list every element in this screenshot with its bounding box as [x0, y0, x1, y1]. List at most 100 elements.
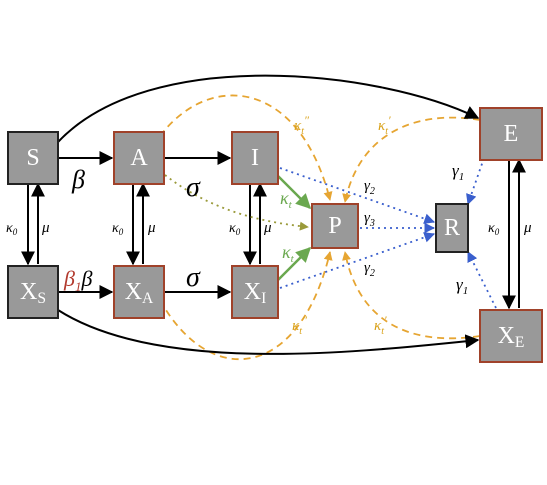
- dotted-xe-to-r: [467, 251, 497, 309]
- label-kappa0-s: κ: [6, 221, 13, 236]
- label-beta1-beta: β: [80, 266, 92, 291]
- label-beta: β: [71, 165, 85, 194]
- svg-text:XI: XI: [244, 279, 267, 307]
- arrow-xs-to-xe: [57, 309, 480, 355]
- label-beta1: β: [63, 266, 75, 291]
- label-kappa0-a-sub: 0: [119, 227, 124, 237]
- label-beta1-sub: 1: [75, 279, 82, 294]
- label-mu-i: μ: [263, 220, 272, 236]
- label-kappa-tp-top-sub: t: [385, 126, 388, 137]
- svg-text:γ2: γ2: [364, 178, 375, 197]
- node-xe: XE: [479, 309, 543, 363]
- label-gamma1-top-sub: 1: [459, 171, 465, 183]
- label-gamma2-bottom: γ: [364, 260, 371, 276]
- svg-text:κt: κt: [280, 188, 293, 211]
- label-kappa-tp-bottom-mark: ′: [384, 313, 387, 327]
- label-kappa-tp-top-mark: ′: [388, 113, 391, 127]
- label-kappa0-e: κ: [488, 221, 495, 236]
- label-kappa-tpp-top: κ: [294, 118, 302, 134]
- label-kappa-tpp-bottom-sub: t: [299, 326, 302, 337]
- label-kappa-t-bottom: κ: [282, 242, 291, 262]
- label-kappa-tp-bottom: κ: [374, 318, 382, 334]
- svg-text:κt′: κt′: [374, 313, 387, 337]
- dashed-xe-to-p: [342, 251, 481, 340]
- label-gamma2-bottom-sub: 2: [370, 268, 375, 279]
- node-xe-sub: E: [515, 334, 525, 351]
- node-xa: XA: [113, 265, 165, 319]
- label-kappa-tp-bottom-sub: t: [381, 326, 384, 337]
- label-kappa-tpp-bottom: κ: [292, 318, 300, 334]
- node-e-label: E: [504, 121, 519, 147]
- node-xs-sub: S: [37, 290, 46, 307]
- vertical-flows: [21, 158, 526, 310]
- svg-text:XE: XE: [498, 323, 525, 351]
- label-kappa0-i-sub: 0: [236, 227, 241, 237]
- node-s-label: S: [26, 145, 39, 171]
- node-xe-label: X: [498, 323, 515, 349]
- node-p-label: P: [328, 213, 341, 239]
- node-xs: XS: [7, 265, 59, 319]
- dashed-flows-to-p: [159, 94, 481, 361]
- label-kappa-t-top-sub: t: [289, 199, 293, 211]
- node-xa-label: X: [125, 279, 142, 305]
- dashed-a-to-p: [159, 94, 333, 201]
- long-flows: [57, 74, 480, 355]
- label-kappa0-e-sub: 0: [495, 227, 500, 237]
- label-kappa0-i: κ: [229, 221, 236, 236]
- svg-text:β1β: β1β: [63, 266, 92, 294]
- svg-text:κ0: κ0: [488, 221, 500, 237]
- node-s: S: [7, 131, 59, 185]
- svg-text:κt′: κt′: [378, 113, 391, 137]
- label-kappa0-a: κ: [112, 221, 119, 236]
- label-kappa-tpp-top-mark: ″: [304, 113, 310, 127]
- label-kappa-t-top: κ: [280, 188, 289, 208]
- node-xi-sub: I: [261, 290, 266, 307]
- label-gamma3-sub: 3: [369, 218, 375, 229]
- arrow-i-to-p: [277, 175, 312, 210]
- svg-text:γ1: γ1: [456, 275, 468, 297]
- svg-text:κ0: κ0: [229, 221, 241, 237]
- label-kappa-tpp-top-sub: t: [301, 126, 304, 137]
- node-a: A: [113, 131, 165, 185]
- svg-text:XA: XA: [125, 279, 154, 307]
- svg-text:γ1: γ1: [452, 161, 464, 183]
- label-gamma1-bottom: γ: [456, 275, 464, 294]
- dashed-e-to-p: [342, 116, 481, 203]
- node-i-label: I: [251, 145, 259, 171]
- svg-text:XS: XS: [20, 279, 46, 307]
- label-kappa-tpp-bottom-mark: ″: [302, 313, 308, 327]
- green-flows: [277, 175, 312, 281]
- dashed-xa-to-p: [159, 251, 333, 361]
- node-e: E: [479, 107, 543, 161]
- dotted-a-to-p: [164, 174, 309, 231]
- label-gamma2-top-sub: 2: [370, 186, 375, 197]
- label-sigma-top: σ: [186, 172, 201, 203]
- label-kappa-t-bottom-sub: t: [291, 253, 295, 265]
- label-mu-s: μ: [41, 220, 50, 236]
- svg-text:κt: κt: [282, 242, 295, 265]
- label-kappa-tp-top: κ: [378, 118, 386, 134]
- svg-text:κt″: κt″: [294, 113, 310, 137]
- node-xa-sub: A: [142, 290, 154, 307]
- label-mu-a: μ: [147, 220, 156, 236]
- label-gamma3: γ: [364, 210, 371, 226]
- recovery-flows: [279, 157, 497, 309]
- label-sigma-bottom: σ: [186, 262, 201, 293]
- node-xi: XI: [231, 265, 279, 319]
- node-xi-label: X: [244, 279, 261, 305]
- node-xs-label: X: [20, 279, 37, 305]
- node-r: R: [435, 203, 469, 253]
- horizontal-flows: [58, 151, 232, 299]
- svg-text:κt″: κt″: [292, 313, 308, 337]
- svg-text:γ3: γ3: [364, 210, 375, 229]
- node-i: I: [231, 131, 279, 185]
- label-gamma1-top: γ: [452, 161, 460, 180]
- dotted-e-to-r: [466, 157, 485, 206]
- node-p: P: [311, 203, 359, 249]
- arrow-xi-to-p: [277, 246, 312, 281]
- svg-text:κ0: κ0: [6, 221, 18, 237]
- label-kappa0-s-sub: 0: [13, 227, 18, 237]
- arrow-s-to-e: [57, 74, 480, 143]
- label-gamma1-bottom-sub: 1: [463, 285, 469, 297]
